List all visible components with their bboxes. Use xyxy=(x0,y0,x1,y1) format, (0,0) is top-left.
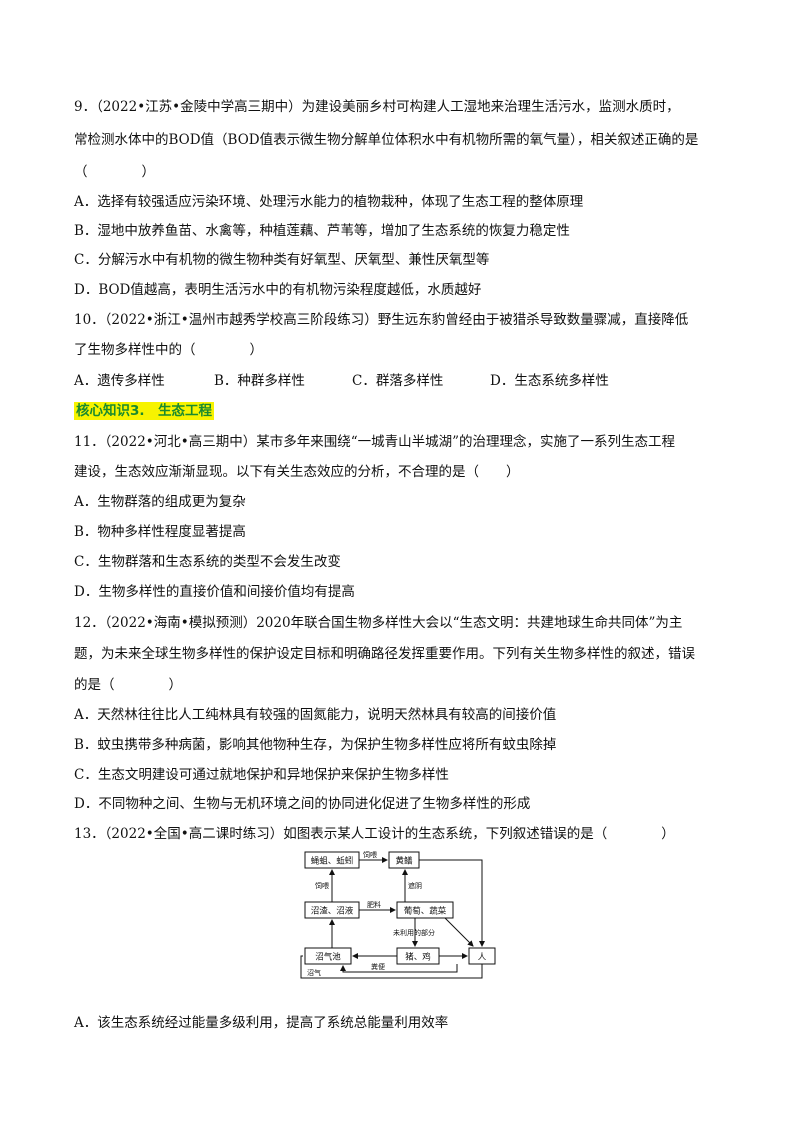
q11-option-d: D．生物多样性的直接价值和间接价值均有提高 xyxy=(74,584,355,600)
arrow-manure-to-biogas xyxy=(340,964,458,973)
q11-stem-line-2: 建设，生态效应渐渐显现。以下有关生态效应的分析，不合理的是（ ） xyxy=(74,464,520,480)
section-heading: 核心知识3. 生态工程 xyxy=(74,402,215,420)
q11-option-b: B．物种多样性程度显著提高 xyxy=(74,524,246,540)
box-crops-label: 葡萄、蔬菜 xyxy=(404,906,447,917)
q12-option-b: B．蚊虫携带多种病菌，影响其他物种生存，为保护生物多样性应将所有蚊虫除掉 xyxy=(74,737,557,753)
q9-option-b: B．湿地中放养鱼苗、水禽等，种植莲藕、芦苇等，增加了生态系统的恢复力稳定性 xyxy=(74,223,570,239)
label-feed-left: 饲喂 xyxy=(315,881,329,890)
arrow-eel-to-human xyxy=(419,859,485,947)
box-biogas-label: 沼气池 xyxy=(315,952,341,963)
box-earthworm-label: 蝇蛆、蚯蚓 xyxy=(311,856,354,867)
box-biogas: 沼气池 xyxy=(304,947,352,965)
box-residue-label: 沼渣、沼液 xyxy=(311,906,354,917)
q12-stem-line-1: 12．（2022•海南•模拟预测）2020年联合国生物多样性大会以“生态文明：共… xyxy=(74,615,683,631)
q10-stem-line-2: 了生物多样性中的（ ） xyxy=(74,342,263,358)
q10-option-a: A．遗传多样性 xyxy=(74,373,165,389)
label-biogas: 沼气 xyxy=(307,968,321,977)
box-livestock: 猪、鸡 xyxy=(396,947,440,965)
q10-option-d: D．生态系统多样性 xyxy=(490,373,609,389)
q10-option-c: C．群落多样性 xyxy=(352,373,444,389)
q12-option-a: A．天然林往往比人工纯林具有较强的固氮能力，说明天然林具有较高的间接价值 xyxy=(74,707,557,723)
q9-option-a: A．选择有较强适应污染环境、处理污水能力的植物栽种，体现了生态工程的整体原理 xyxy=(74,194,584,210)
box-earthworm: 蝇蛆、蚯蚓 xyxy=(304,851,360,869)
q9-option-c: C．分解污水中有机物的微生物种类有好氧型、厌氧型、兼性厌氧型等 xyxy=(74,252,490,268)
q9-answer-blank: （ ） xyxy=(74,164,155,180)
box-livestock-label: 猪、鸡 xyxy=(405,952,431,963)
q13-option-a: A．该生态系统经过能量多级利用，提高了系统总能量利用效率 xyxy=(74,1015,449,1031)
box-eel: 黄鳝 xyxy=(388,851,420,869)
q9-option-d: D．BOD值越高，表明生活污水中的有机物污染程度越低，水质越好 xyxy=(74,282,482,298)
q10-option-b: B．种群多样性 xyxy=(214,373,305,389)
label-unused-part: 未利用的部分 xyxy=(393,928,435,937)
arrow-biogas-to-human xyxy=(300,955,483,979)
box-residue: 沼渣、沼液 xyxy=(304,901,360,919)
q11-option-c: C．生物群落和生态系统的类型不会发生改变 xyxy=(74,554,341,570)
q12-option-d: D．不同物种之间、生物与无机环境之间的协同进化促进了生物多样性的形成 xyxy=(74,796,531,812)
box-eel-label: 黄鳝 xyxy=(395,856,413,867)
box-human-label: 人 xyxy=(478,953,487,963)
box-crops: 葡萄、蔬菜 xyxy=(396,901,454,919)
q12-option-c: C．生态文明建设可通过就地保护和异地保护来保护生物多样性 xyxy=(74,767,449,783)
label-feed-top: 饲喂 xyxy=(363,850,377,859)
label-manure: 粪便 xyxy=(371,962,385,971)
ecosystem-diagram: 蝇蛆、蚯蚓 黄鳝 沼渣、沼液 葡萄、蔬菜 沼气池 猪、鸡 xyxy=(297,846,501,988)
q12-stem-line-3: 的是（ ） xyxy=(74,677,182,693)
q13-stem-line-1: 13．（2022•全国•高二课时练习）如图表示某人工设计的生态系统，下列叙述错误… xyxy=(74,826,675,842)
q11-option-a: A．生物群落的组成更为复杂 xyxy=(74,494,246,510)
q11-stem-line-1: 11．（2022•河北•高三期中）某市多年来围绕“一城青山半城湖”的治理理念，实… xyxy=(74,434,676,450)
q10-stem-line-1: 10．（2022•浙江•温州市越秀学校高三阶段练习）野生远东豹曾经由于被猎杀导致… xyxy=(74,312,689,328)
label-shade: 遮阴 xyxy=(408,881,422,890)
label-fertilizer: 肥料 xyxy=(367,900,381,909)
arrow-crops-to-human xyxy=(444,917,474,947)
q9-stem-line-2: 常检测水体中的BOD值（BOD值表示微生物分解单位体积水中有机物所需的氧气量），… xyxy=(74,132,699,148)
box-human: 人 xyxy=(468,947,496,965)
q9-stem-line-1: 9．（2022•江苏•金陵中学高三期中）为建设美丽乡村可构建人工湿地来治理生活污… xyxy=(74,99,680,115)
ecosystem-diagram-svg: 蝇蛆、蚯蚓 黄鳝 沼渣、沼液 葡萄、蔬菜 沼气池 猪、鸡 xyxy=(300,850,496,979)
q12-stem-line-2: 题，为未来全球生物多样性的保护设定目标和明确路径发挥重要作用。下列有关生物多样性… xyxy=(74,646,695,662)
